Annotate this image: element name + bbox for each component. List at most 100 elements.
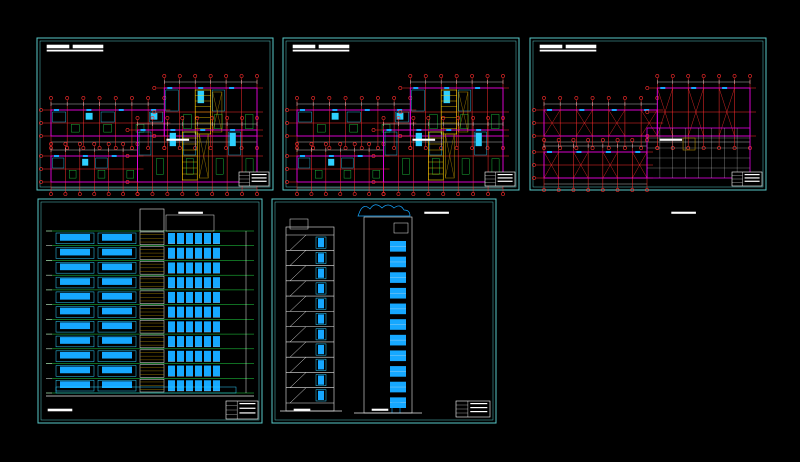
window-marker: [397, 109, 403, 111]
grid-bubble: [485, 146, 490, 150]
balcony-frame: [55, 321, 95, 333]
window-marker: [475, 87, 481, 89]
grid-bubble: [285, 180, 289, 184]
plan-sheet-3[interactable]: [529, 37, 767, 214]
title-text-stroke: [292, 44, 316, 49]
window-glazing: [318, 390, 324, 400]
grid-bubble: [615, 188, 620, 192]
grid-bubble: [225, 192, 230, 196]
roof-slope-line: [543, 109, 561, 137]
grid-bubble: [454, 74, 459, 78]
elevator-cross: [458, 91, 469, 133]
stair-flight: [289, 295, 307, 312]
title-block-text-stroke: [744, 177, 760, 179]
window-marker: [660, 87, 666, 89]
grid-bubble: [606, 146, 611, 150]
window-glazing: [195, 336, 202, 347]
roof-slope-line: [608, 109, 626, 137]
grid-bubble: [426, 192, 431, 196]
stair-tower: [139, 208, 165, 232]
window-glazing: [186, 336, 193, 347]
window-section: [315, 389, 327, 402]
grid-bubble: [371, 128, 376, 132]
elevator-cross: [212, 91, 223, 133]
plan-caption-stroke: [424, 211, 449, 214]
room-outline: [384, 131, 398, 156]
sanitary-fixture: [475, 132, 482, 147]
window-glazing: [318, 375, 324, 385]
window-glazing: [195, 277, 202, 288]
title-block-text-stroke: [470, 411, 488, 413]
sanitary-fixture: [331, 112, 339, 120]
window-section: [315, 252, 327, 264]
grid-bubble: [532, 176, 536, 180]
plan-sheet-1[interactable]: [36, 37, 274, 214]
window-section: [315, 313, 327, 325]
grid-bubble: [645, 188, 649, 192]
elevation-caption-stroke: [371, 408, 389, 411]
grid-bubble: [343, 146, 348, 150]
grid-bubble: [623, 146, 627, 150]
grid-bubble: [396, 116, 401, 120]
window-glazing: [186, 365, 193, 377]
grid-bubble: [309, 142, 314, 146]
grid-bubble: [77, 192, 82, 196]
window-glazing: [177, 247, 184, 259]
grid-bubble: [63, 142, 68, 146]
furniture-block: [372, 170, 380, 179]
window-glazing: [195, 233, 202, 244]
furniture-block: [402, 158, 410, 175]
room-outline: [211, 89, 225, 112]
room-outline: [346, 111, 361, 123]
grid-bubble: [295, 96, 299, 100]
window-glazing: [213, 365, 220, 377]
elevation-sheet[interactable]: [37, 198, 263, 424]
window-glazing: [60, 292, 90, 300]
grid-bubble: [486, 116, 490, 120]
grid-bubble: [600, 138, 605, 142]
grid-bubble: [441, 192, 446, 196]
window-marker: [413, 87, 419, 89]
window-glazing: [204, 321, 211, 333]
window-glazing: [195, 321, 202, 333]
window-glazing: [318, 268, 324, 278]
grid-bubble: [39, 167, 43, 171]
grid-bubble: [193, 74, 198, 78]
plan-caption-stroke: [166, 138, 190, 141]
water-tank: [682, 137, 696, 151]
grid-bubble: [135, 192, 140, 196]
grid-bubble: [411, 192, 416, 196]
balcony-frame: [97, 380, 137, 392]
exterior-wall: [137, 129, 258, 183]
ground-floor-storefront: [55, 386, 237, 394]
grid-bubble: [125, 180, 130, 184]
stair-flight: [289, 234, 307, 251]
roof-slope-line: [632, 151, 648, 179]
furniture-block: [71, 124, 80, 133]
grid-bubble: [655, 74, 660, 78]
grid-bubble: [574, 96, 579, 100]
grid-bubble: [338, 142, 343, 146]
window-glazing: [102, 248, 132, 256]
window-glazing: [102, 381, 132, 388]
furniture-block: [245, 114, 254, 130]
furniture-block: [317, 124, 326, 133]
window-glazing: [102, 234, 132, 241]
window-marker: [547, 109, 552, 111]
title-underline: [46, 49, 104, 52]
grid-bubble: [39, 134, 43, 138]
window-marker: [140, 129, 146, 131]
balcony-frame: [55, 380, 95, 392]
grid-bubble: [240, 116, 244, 120]
title-block-text-stroke: [251, 180, 267, 182]
title-text-stroke: [565, 44, 597, 49]
window-glazing: [60, 263, 90, 271]
grid-bubble: [208, 74, 213, 78]
grid-bubble: [239, 146, 244, 150]
section-sheet[interactable]: [271, 198, 497, 424]
window-marker: [576, 151, 582, 153]
plan-sheet-2[interactable]: [282, 37, 520, 214]
grid-bubble: [343, 96, 348, 100]
room-outline: [52, 111, 66, 123]
